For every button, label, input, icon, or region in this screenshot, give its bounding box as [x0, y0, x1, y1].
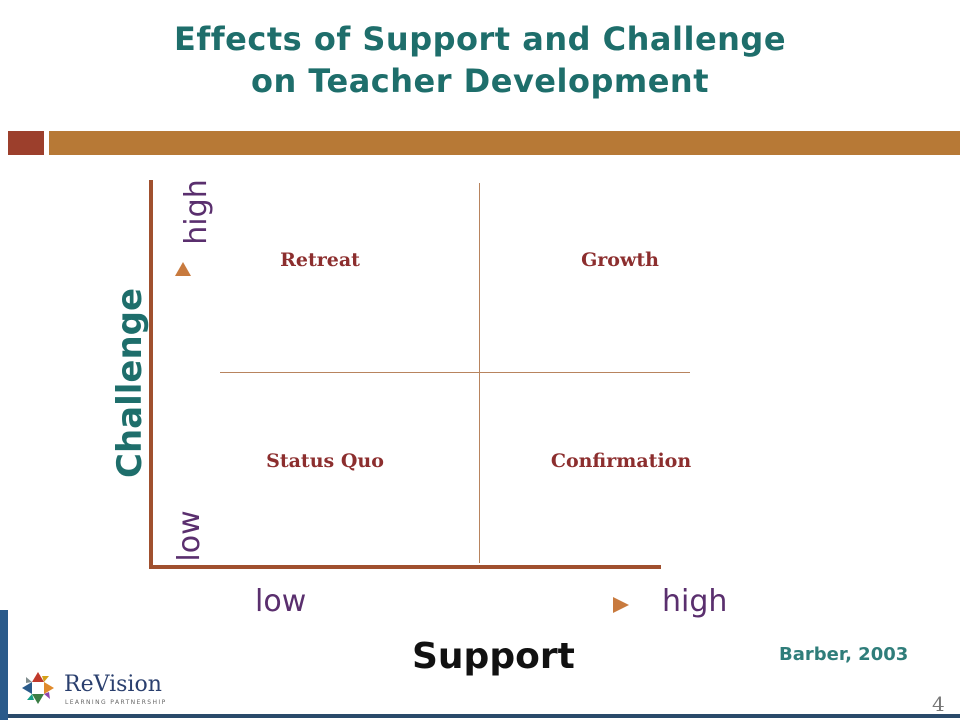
header-bar — [49, 131, 960, 155]
left-edge-stripe — [0, 610, 8, 720]
header-bar-small — [8, 131, 44, 155]
x-axis-high-label: high — [662, 584, 728, 619]
logo-subtitle: LEARNING PARTNERSHIP — [65, 699, 167, 706]
quadrant-growth: Growth — [581, 249, 659, 271]
quadrant-retreat: Retreat — [280, 249, 360, 271]
citation: Barber, 2003 — [779, 644, 909, 665]
quadrant-confirmation: Confirmation — [550, 450, 692, 472]
bottom-edge-line — [8, 714, 960, 718]
y-axis-line — [149, 180, 153, 568]
y-axis-title: Challenge — [110, 287, 150, 478]
title-line-1: Effects of Support and Challenge — [173, 20, 787, 58]
logo-mark-icon — [22, 672, 54, 704]
quadrant-divider-horizontal — [220, 372, 690, 373]
y-axis-low-label: low — [172, 510, 207, 562]
x-axis-low-label: low — [255, 584, 307, 619]
support-arrow — [330, 597, 629, 613]
y-axis-high-label: high — [179, 179, 214, 245]
title-line-2: on Teacher Development — [251, 62, 709, 100]
revision-logo: ReVision LEARNING PARTNERSHIP — [20, 668, 180, 712]
x-axis-line — [149, 565, 661, 569]
logo-name: ReVision — [64, 672, 162, 697]
challenge-arrow — [175, 262, 191, 475]
quadrant-divider-vertical — [479, 183, 480, 563]
quadrant-status-quo: Status Quo — [266, 450, 384, 472]
page-number: 4 — [932, 692, 945, 716]
x-axis-title: Support — [412, 636, 575, 677]
slide-title: Effects of Support and Challenge on Teac… — [0, 18, 960, 102]
